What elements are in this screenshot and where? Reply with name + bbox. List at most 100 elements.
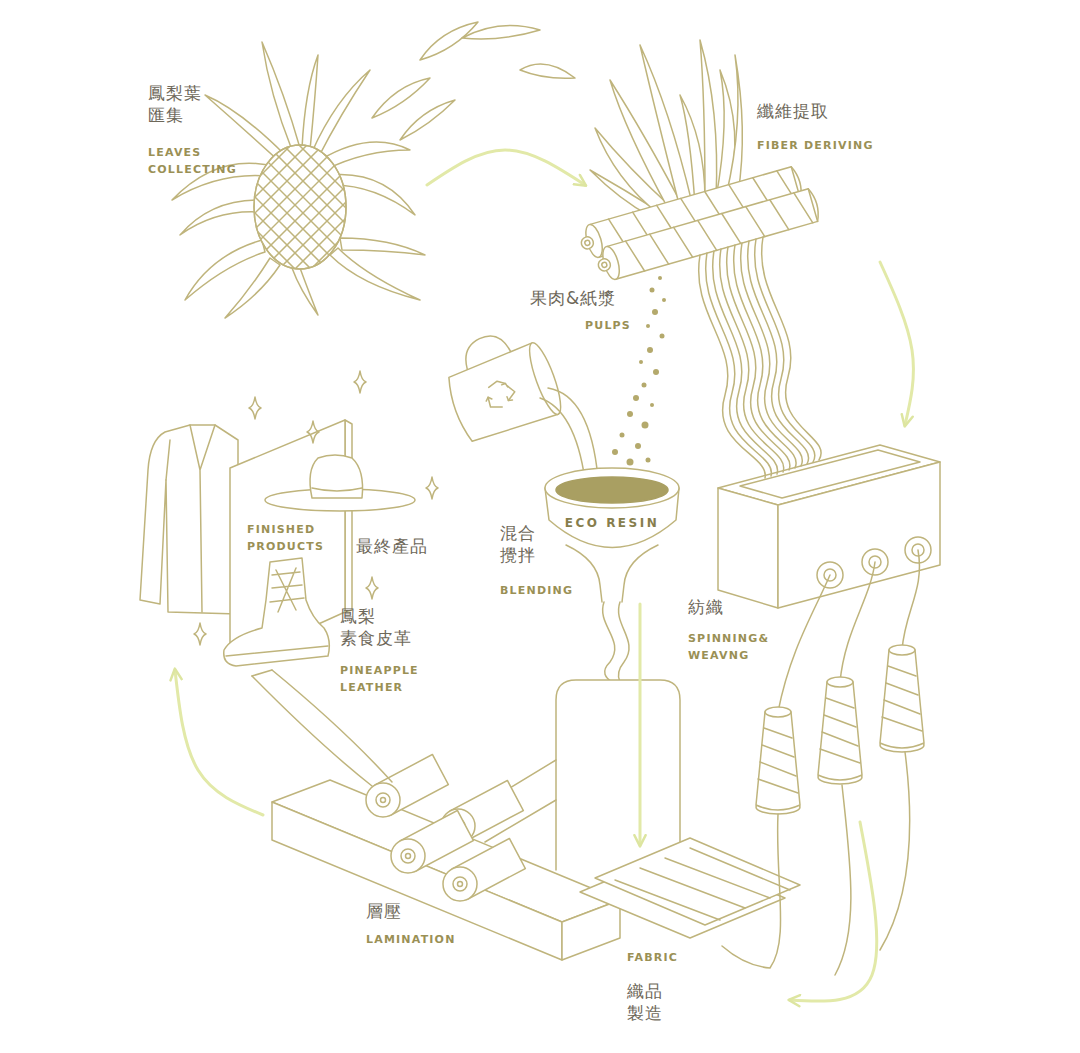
finished-products-illustration — [307, 421, 319, 443]
pineapple-illustration — [292, 268, 318, 315]
pulp-particles — [662, 298, 666, 302]
fabric-sheets — [615, 848, 790, 920]
yarn-spools — [880, 650, 924, 748]
pulp-particles — [653, 369, 659, 375]
stage-label-zh: 織品 製造 — [627, 980, 663, 1024]
finished-products-illustration — [426, 477, 438, 499]
finished-products-illustration — [354, 371, 366, 393]
lamination-machine — [252, 670, 272, 676]
process-stage: 鳳梨 素食皮革PINEAPPLE LEATHER — [336, 602, 451, 704]
process-stage: FABRIC織品 製造 — [585, 845, 790, 1030]
finished-products-illustration — [366, 577, 378, 599]
flying-leaves — [372, 78, 430, 118]
pulp-particles — [658, 276, 662, 280]
fiber-extraction-illustration — [583, 223, 606, 260]
process-stage: 纖維提取 FIBER DERIVING — [585, 38, 880, 400]
flow-arrow — [790, 822, 877, 1001]
pulp-particles — [642, 422, 649, 429]
stage-label-zh: 層壓 — [366, 900, 402, 922]
pulp-particles — [612, 449, 618, 455]
pulp-particles — [650, 403, 654, 407]
process-stage: FINISHED PRODUCTS最終產品 — [138, 398, 450, 670]
pineapple-illustration — [150, 140, 472, 270]
pineapple-illustration — [180, 200, 258, 235]
pulp-particles — [635, 443, 641, 449]
lamination-machine — [401, 849, 415, 863]
recycle-cup — [435, 319, 566, 447]
fiber-extraction-illustration — [680, 95, 705, 205]
stage-label-en: SPINNING& WEAVNG — [688, 631, 769, 664]
fabric-sheets — [595, 838, 800, 925]
pineapple-illustration — [150, 140, 472, 270]
recycle-cup — [483, 383, 513, 408]
pulp-particles — [642, 383, 647, 388]
lamination-machine — [366, 783, 400, 817]
finished-products-illustration — [354, 371, 366, 393]
pineapple-illustration — [302, 55, 318, 150]
yarn-spools — [778, 575, 830, 712]
finished-products-illustration — [140, 371, 438, 666]
fiber-extraction-illustration — [600, 245, 623, 282]
stage-label-zh: 鳳梨 素食皮革 — [340, 605, 412, 649]
flow-arrow — [175, 670, 263, 815]
finished-products-illustration — [140, 425, 238, 614]
stage-label-zh: 果肉&紙漿 — [530, 287, 616, 309]
process-stage: 層壓 LAMINATION — [263, 700, 625, 955]
spinning-machine — [778, 462, 940, 608]
fiber-extraction-illustration — [597, 257, 612, 272]
spinning-machine — [718, 445, 940, 608]
stage-label-en: LAMINATION — [366, 932, 456, 949]
pineapple-fibers — [762, 237, 821, 460]
recycle-cup — [483, 377, 518, 411]
pulp-particles — [612, 276, 666, 475]
pineapple-fibers — [706, 253, 772, 476]
lamination-machine — [381, 798, 386, 803]
finished-products-illustration — [249, 397, 261, 419]
pulp-particles — [620, 433, 625, 438]
finished-products-illustration — [345, 420, 352, 612]
resin-bowl — [618, 602, 629, 682]
pineapple-illustration — [262, 42, 300, 150]
resin-bowl — [622, 545, 658, 602]
process-stage: 紡織SPINNING& WEAVNG — [684, 425, 946, 822]
yarn-spools — [818, 682, 862, 780]
resin-bowl — [603, 602, 615, 682]
flow-arrow — [427, 150, 585, 185]
stage-label-zh: 混合 攪拌 — [500, 522, 536, 566]
yarn-spools — [722, 814, 781, 968]
spinning-machine — [718, 488, 778, 608]
pulp-particles — [647, 347, 653, 353]
lamination-machine — [443, 838, 525, 901]
pineapple-illustration — [225, 258, 280, 318]
finished-products-illustration — [194, 623, 206, 645]
pulp-particles — [660, 334, 665, 339]
yarn-spools — [902, 550, 919, 650]
fabric-sheets — [580, 838, 800, 938]
fiber-extraction-illustration — [726, 55, 742, 196]
lamination-machine — [562, 900, 620, 960]
yarn-spools — [840, 562, 875, 682]
process-stage: 果肉&紙漿PULPS — [527, 284, 634, 338]
finished-products-illustration — [310, 455, 363, 498]
stage-label-en: FIBER DERIVING — [757, 138, 874, 155]
stage-label-zh: 纖維提取 — [757, 100, 829, 122]
fiber-extraction-illustration — [601, 262, 607, 268]
recycle-cup — [435, 319, 598, 480]
finished-products-illustration — [426, 477, 438, 499]
finished-products-illustration — [226, 568, 328, 656]
lamination-machine — [453, 877, 467, 891]
finished-products-illustration — [307, 421, 319, 443]
lamination-machine — [252, 670, 680, 960]
resin-bowl — [545, 468, 679, 508]
stage-label-zh: 鳳梨葉 匯集 — [148, 82, 202, 126]
pulp-particles — [633, 395, 639, 401]
fiber-extraction-illustration — [808, 188, 821, 222]
recycle-cup — [540, 398, 585, 480]
flow-arrow — [880, 262, 913, 425]
flying-leaves — [520, 64, 575, 78]
flow-arrow — [639, 604, 642, 845]
pulp-particles — [646, 324, 650, 328]
process-stage: 鳳梨葉 匯集LEAVES COLLECTING — [145, 38, 427, 322]
pineapple-illustration — [254, 145, 346, 269]
